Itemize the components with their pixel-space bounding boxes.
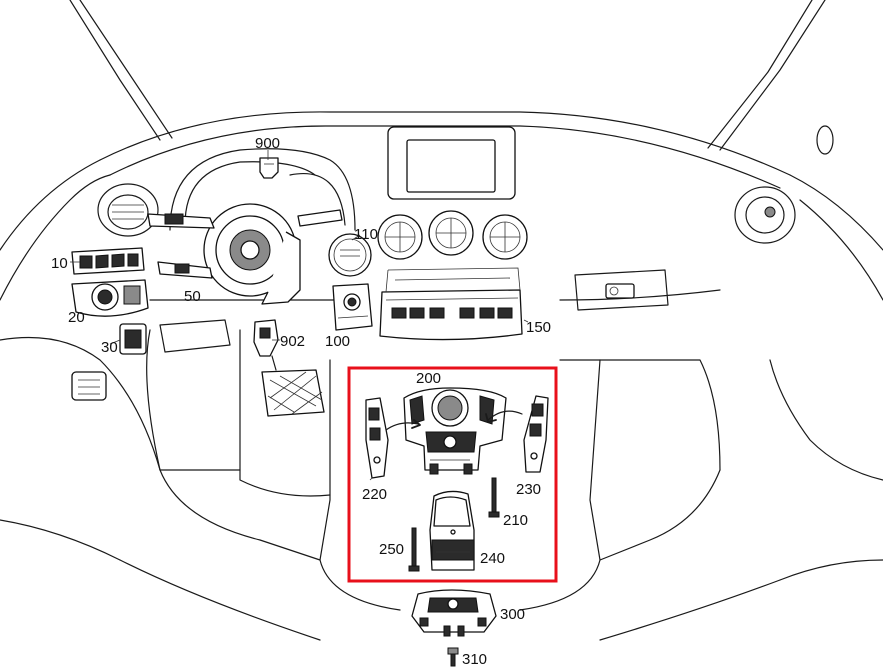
instrument-cluster <box>169 148 356 231</box>
right-air-vent <box>734 125 834 244</box>
label-902: 902 <box>280 333 305 350</box>
dashboard-outline <box>0 0 883 641</box>
label-250: 250 <box>379 541 404 558</box>
label-150: 150 <box>526 319 551 336</box>
part-110-start-stop-button <box>328 233 372 277</box>
label-230: 230 <box>516 481 541 498</box>
pedal <box>261 355 325 417</box>
label-900: 900 <box>255 135 280 152</box>
label-50: 50 <box>184 288 201 305</box>
left-air-vent <box>97 183 159 237</box>
part-250-screw <box>408 527 420 572</box>
part-50-combination-switch <box>147 203 343 305</box>
part-900-sensor <box>259 157 279 179</box>
center-round-vents <box>377 210 528 260</box>
label-220: 220 <box>362 486 387 503</box>
part-230-right-trim <box>485 395 549 473</box>
part-240-touchpad-housing <box>429 490 475 571</box>
label-300: 300 <box>500 606 525 623</box>
part-220-left-trim <box>365 397 421 479</box>
highlight-frame <box>347 366 558 583</box>
label-20: 20 <box>68 309 85 326</box>
part-30-switch <box>119 323 147 355</box>
central-display <box>387 126 516 200</box>
part-300-lower-control-unit <box>411 589 497 637</box>
label-210: 210 <box>503 512 528 529</box>
label-200: 200 <box>416 370 441 387</box>
part-150-climate-control-panel <box>379 267 523 341</box>
part-902-pedal-sensor <box>253 319 279 357</box>
label-10: 10 <box>51 255 68 272</box>
leader-lines <box>70 150 529 481</box>
part-200-controller-unit <box>403 387 507 475</box>
label-110: 110 <box>354 226 378 243</box>
label-100: 100 <box>325 333 350 350</box>
part-100-ignition-lock <box>332 283 373 331</box>
part-10-switch-panel <box>71 247 145 275</box>
label-30: 30 <box>101 339 118 356</box>
part-labels: 900 110 10 50 20 100 150 902 30 200 220 … <box>51 135 551 668</box>
part-20-light-switch <box>71 279 149 317</box>
part-210-screw <box>488 477 500 518</box>
label-240: 240 <box>480 550 505 567</box>
part-310-screw <box>447 647 459 667</box>
label-310: 310 <box>462 651 487 668</box>
